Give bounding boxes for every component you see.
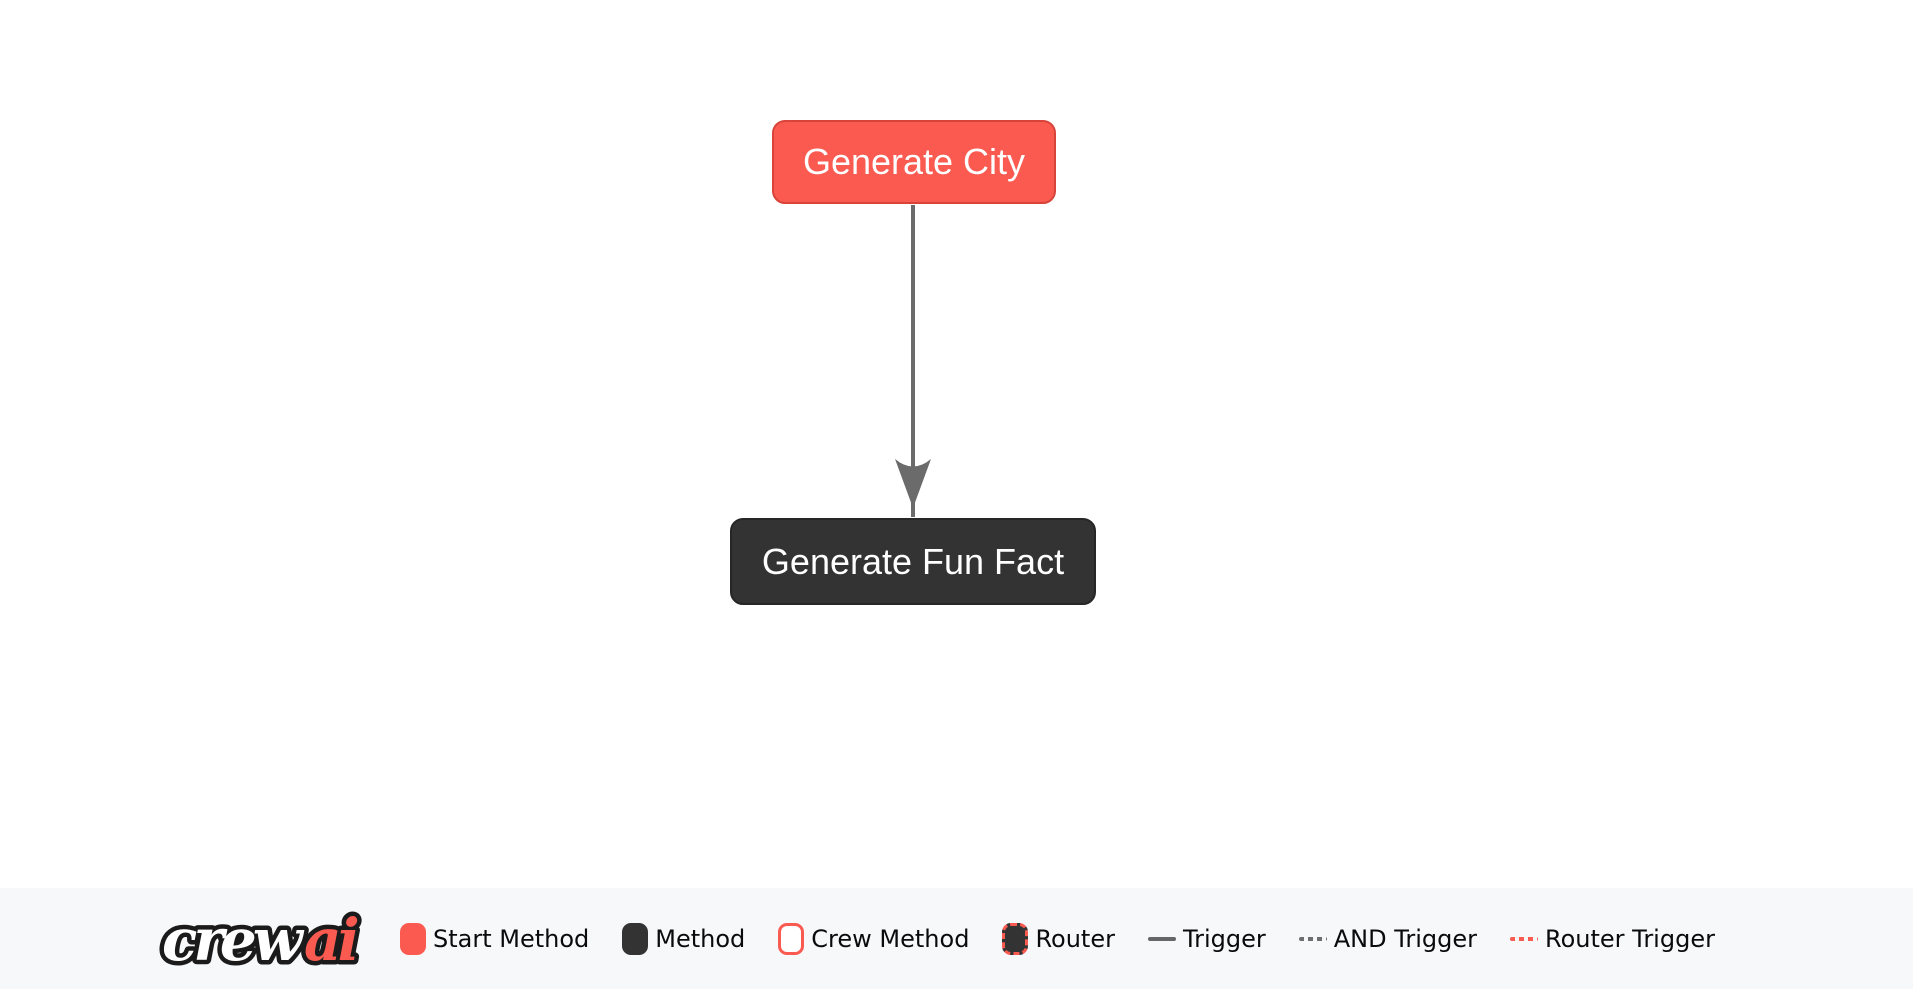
legend-bar: crew ai Start Method Method Crew Method … xyxy=(0,888,1913,989)
trigger-edge[interactable] xyxy=(895,205,931,517)
node-generate-city[interactable]: Generate City xyxy=(772,120,1056,204)
legend-label: Method xyxy=(655,924,746,953)
legend-label: Trigger xyxy=(1182,924,1266,953)
method-swatch xyxy=(622,922,649,955)
edge-layer xyxy=(895,205,931,517)
legend-items: Start Method Method Crew Method Router T… xyxy=(400,922,1715,955)
and-trigger-line-swatch xyxy=(1298,936,1327,941)
legend-label: AND Trigger xyxy=(1333,924,1478,953)
legend-label: Start Method xyxy=(433,924,590,953)
trigger-line-swatch xyxy=(1147,936,1176,941)
node-generate-fun-fact[interactable]: Generate Fun Fact xyxy=(730,518,1096,605)
legend-label: Router xyxy=(1035,924,1115,953)
start-method-swatch xyxy=(400,922,426,955)
legend-item-trigger: Trigger xyxy=(1147,924,1266,953)
router-swatch xyxy=(1002,922,1029,955)
crew-method-swatch xyxy=(778,922,805,955)
legend-item-and-trigger: AND Trigger xyxy=(1298,924,1478,953)
flow-canvas[interactable]: Generate City Generate Fun Fact xyxy=(0,0,1913,888)
legend-item-router-trigger: Router Trigger xyxy=(1510,925,1715,953)
legend-item-start-method: Start Method xyxy=(400,922,590,955)
crewai-logo: crew ai xyxy=(158,901,367,978)
legend-item-method: Method xyxy=(622,922,746,955)
legend-item-crew-method: Crew Method xyxy=(778,922,970,955)
legend-label: Crew Method xyxy=(811,924,970,953)
legend-item-router: Router xyxy=(1002,922,1115,955)
logo-word-ai: ai xyxy=(304,906,358,974)
legend-label: Router Trigger xyxy=(1545,924,1715,953)
node-generate-city-label: Generate City xyxy=(802,141,1026,182)
trigger-arrowhead-icon xyxy=(895,459,931,508)
node-generate-fun-fact-label: Generate Fun Fact xyxy=(761,540,1065,582)
router-trigger-line-swatch xyxy=(1510,936,1539,941)
logo-word-crew: crew xyxy=(162,906,305,974)
